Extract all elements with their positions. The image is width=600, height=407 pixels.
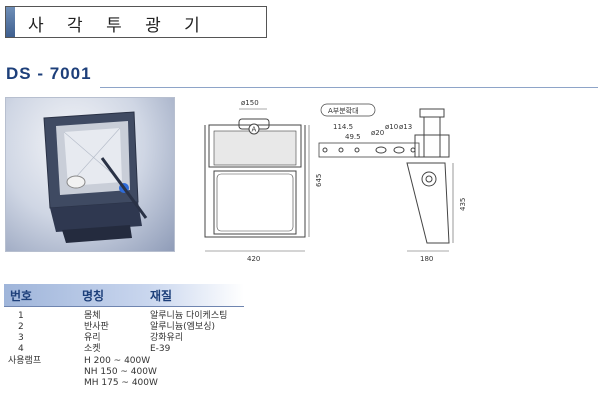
technical-drawing: ø150 A 645 420 A부분확대 114.5 49.5 ø20 ø10 … — [195, 95, 600, 279]
model-number: DS - 7001 — [6, 64, 92, 83]
dim-diameter-150: ø150 — [241, 99, 259, 107]
detail-a: A부분확대 114.5 49.5 ø20 ø10 ø13 — [318, 103, 420, 158]
title-accent-bar — [6, 7, 15, 37]
detail-callout: A부분확대 — [328, 106, 359, 115]
dim-diameter-20: ø20 — [371, 129, 384, 137]
col-header-number: 번호 — [10, 289, 33, 303]
col-header-material: 재질 — [150, 289, 173, 303]
dim-height-435: 435 — [459, 198, 467, 211]
table-divider — [4, 306, 244, 307]
dim-height-645: 645 — [315, 174, 323, 187]
floodlight-image — [43, 111, 148, 243]
dim-49-5: 49.5 — [345, 133, 361, 141]
marker-a: A — [252, 126, 257, 134]
lamp-option: H 200 ~ 400W — [84, 356, 151, 366]
dim-width-420: 420 — [247, 255, 260, 263]
title-box: 사 각 투 광 기 — [5, 6, 267, 38]
table-header-band — [4, 284, 244, 306]
dim-114-5: 114.5 — [333, 123, 353, 131]
dim-width-180: 180 — [420, 255, 433, 263]
product-photo — [5, 97, 175, 252]
dim-diameter-10: ø10 — [385, 123, 398, 131]
page-title: 사 각 투 광 기 — [28, 16, 209, 36]
dim-diameter-13: ø13 — [399, 123, 412, 131]
lamp-option: MH 175 ~ 400W — [84, 378, 158, 388]
col-header-name: 명칭 — [82, 289, 105, 303]
lamp-option: NH 150 ~ 400W — [84, 367, 157, 377]
side-view: 435 180 — [406, 108, 467, 263]
lamp-label: 사용램프 — [8, 356, 42, 366]
front-view: ø150 A 645 420 — [204, 99, 323, 263]
model-divider — [100, 87, 598, 88]
